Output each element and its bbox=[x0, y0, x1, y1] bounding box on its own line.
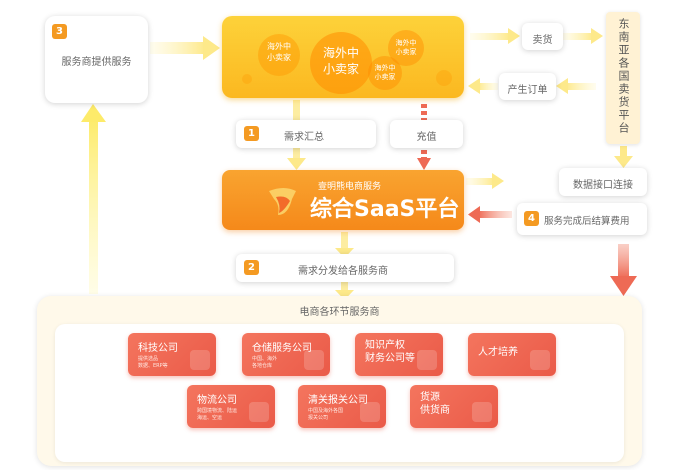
provider-tech-company: 科技公司 提供选品 数据、ERP等 bbox=[128, 333, 216, 376]
sea-platforms-label: 东南亚各国卖货平台 bbox=[617, 18, 630, 135]
saas-subtitle: 壹明熊电商服务 bbox=[318, 182, 382, 192]
generate-orders-box: 产生订单 bbox=[499, 73, 556, 100]
settlement-box: 4 服务完成后结算费用 bbox=[517, 203, 647, 235]
provider-talent-training: 人才培养 bbox=[468, 333, 556, 376]
providers-container: 电商各环节服务商 bbox=[37, 296, 642, 466]
suppliers-deco-icon bbox=[472, 402, 492, 422]
arrow-platforms-to-data-interface bbox=[614, 146, 633, 168]
decor-bubble bbox=[436, 70, 452, 86]
merchant-bubble-large: 海外中 小卖家 bbox=[310, 32, 372, 94]
arrow-sell-to-platforms bbox=[563, 28, 603, 44]
provider-ip-finance: 知识产权 财务公司等 bbox=[355, 333, 443, 376]
step-number-2: 2 bbox=[244, 260, 259, 275]
ip-deco-icon bbox=[417, 350, 437, 370]
settlement-label: 服务完成后结算费用 bbox=[544, 216, 630, 227]
arrow-distribute-to-providers bbox=[335, 282, 354, 300]
recharge-box: 充值 bbox=[390, 120, 463, 148]
decor-bubble bbox=[242, 74, 252, 84]
merchants-box: 海外中 小卖家 海外中 小卖家 海外中 小卖家 海外中 小卖家 bbox=[222, 16, 464, 98]
arrow-merchants-to-sell bbox=[470, 28, 520, 44]
demand-summary-box: 1 需求汇总 bbox=[236, 120, 376, 148]
data-interface-box: 数据接口连接 bbox=[559, 168, 647, 196]
step-number-3: 3 bbox=[52, 24, 67, 39]
distribute-box: 2 需求分发给各服务商 bbox=[236, 254, 454, 282]
arrow-settlement-to-providers bbox=[610, 244, 637, 296]
merchant-bubble-small-left: 海外中 小卖家 bbox=[258, 34, 300, 76]
arrow-orders-to-merchants bbox=[468, 78, 498, 94]
provider-warehouse-company: 仓储服务公司 中国、海外 各地仓库 bbox=[242, 333, 330, 376]
providers-title: 电商各环节服务商 bbox=[299, 307, 380, 318]
distribute-label: 需求分发给各服务商 bbox=[298, 266, 388, 277]
arrow-settlement-to-saas bbox=[468, 206, 512, 223]
arrow-merchants-to-recharge bbox=[417, 104, 431, 170]
arrow-saas-to-data-interface bbox=[466, 173, 504, 189]
arrow-service-to-merchants bbox=[150, 36, 220, 60]
provider-suppliers: 货源 供货商 bbox=[410, 385, 498, 428]
service-provision-box: 3 服务商提供服务 bbox=[45, 16, 148, 103]
bear-logo-icon bbox=[269, 188, 296, 215]
talent-deco-icon bbox=[530, 350, 550, 370]
warehouse-deco-icon bbox=[304, 350, 324, 370]
provider-customs: 清关报关公司 中国及海外各国 报关公司 bbox=[298, 385, 386, 428]
customs-deco-icon bbox=[360, 402, 380, 422]
arrow-saas-to-distribute bbox=[335, 232, 354, 258]
sea-platforms-box: 东南亚各国卖货平台 bbox=[606, 12, 640, 144]
merchant-bubble-small-right-top: 海外中 小卖家 bbox=[388, 30, 424, 66]
demand-summary-label: 需求汇总 bbox=[284, 132, 324, 143]
merchant-bubble-small-right-bottom: 海外中 小卖家 bbox=[368, 56, 402, 90]
saas-title: 综合SaaS平台 bbox=[310, 197, 460, 222]
logistics-deco-icon bbox=[249, 402, 269, 422]
arrow-merchants-to-demand bbox=[287, 100, 306, 170]
sell-box: 卖货 bbox=[522, 23, 563, 50]
step-number-4: 4 bbox=[524, 211, 539, 226]
saas-platform-box: 壹明熊电商服务 综合SaaS平台 bbox=[222, 170, 464, 230]
tech-deco-icon bbox=[190, 350, 210, 370]
arrow-platforms-to-orders bbox=[556, 78, 596, 94]
provider-logistics: 物流公司 跨国境物流、陆运 海运、空运 bbox=[187, 385, 275, 428]
step-number-1: 1 bbox=[244, 126, 259, 141]
service-provision-label: 服务商提供服务 bbox=[61, 57, 132, 68]
arrow-providers-to-service bbox=[81, 104, 106, 294]
